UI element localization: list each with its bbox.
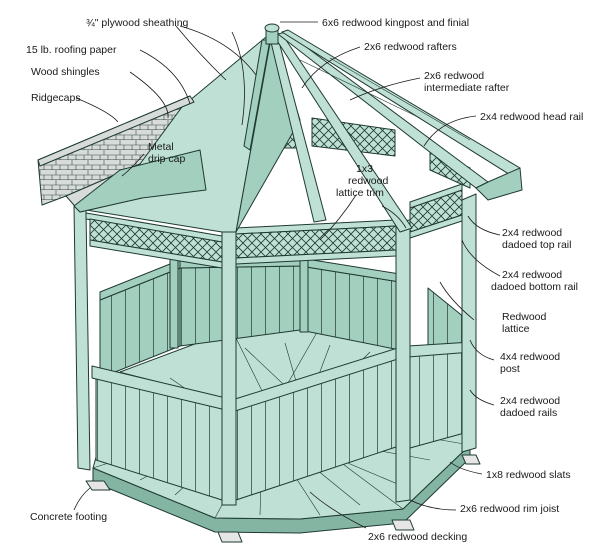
label-bottom-rail: 2x4 redwood [502, 269, 562, 281]
post-left [73, 205, 91, 471]
label-ridgecaps: Ridgecaps [31, 92, 81, 104]
slat-panel-far-right [409, 349, 469, 449]
label-head-rail: 2x4 redwood head rail [480, 111, 583, 123]
label-rafters: 2x6 redwood rafters [364, 41, 457, 53]
label-post: 4x4 redwood [500, 351, 560, 363]
footing [391, 519, 415, 531]
label-post-2: post [500, 363, 520, 375]
label-decking: 2x6 redwood decking [368, 531, 467, 543]
label-sheathing: ¾" plywood sheathing [86, 17, 189, 29]
roof [37, 23, 523, 233]
label-roofing-paper: 15 lb. roofing paper [26, 44, 117, 56]
label-drip-cap: Metal [148, 141, 174, 153]
footing [461, 454, 481, 465]
label-kingpost: 6x6 redwood kingpost and finial [322, 17, 469, 29]
post-front [221, 231, 237, 506]
label-intermediate-rafter: 2x6 redwood [424, 70, 484, 82]
footings [85, 454, 481, 543]
leader-lines [73, 21, 501, 529]
metal-drip-cap [73, 149, 207, 213]
post-far-right [461, 193, 477, 453]
footing [85, 480, 111, 491]
callout-labels: ¾" plywood sheathing 6x6 redwood kingpos… [26, 17, 583, 543]
label-lattice-trim: 1x3 [356, 163, 373, 175]
label-dadoed-rails-2: dadoed rails [500, 407, 557, 419]
label-lattice-trim-3: lattice trim [336, 187, 384, 199]
label-bottom-rail-2: dadoed bottom rail [491, 281, 578, 293]
label-lattice-trim-2: redwood [348, 175, 388, 187]
finial [264, 23, 280, 33]
label-slats: 1x8 redwood slats [486, 469, 571, 481]
label-rim-joist: 2x6 redwood rim joist [460, 503, 559, 515]
label-intermediate-rafter-2: intermediate rafter [424, 82, 510, 94]
label-lattice: Redwood [502, 311, 547, 323]
label-drip-cap-2: drip cap [148, 153, 186, 165]
label-footing: Concrete footing [30, 511, 107, 523]
back-walls [99, 227, 471, 379]
footing [217, 531, 243, 543]
post-right [395, 219, 411, 503]
label-dadoed-rails: 2x4 redwood [500, 395, 560, 407]
label-top-rail: 2x4 redwood [502, 227, 562, 239]
label-lattice-2: lattice [502, 323, 530, 335]
label-shingles: Wood shingles [31, 66, 100, 78]
ridgecap [37, 95, 195, 167]
label-top-rail-2: dadoed top rail [502, 239, 571, 251]
